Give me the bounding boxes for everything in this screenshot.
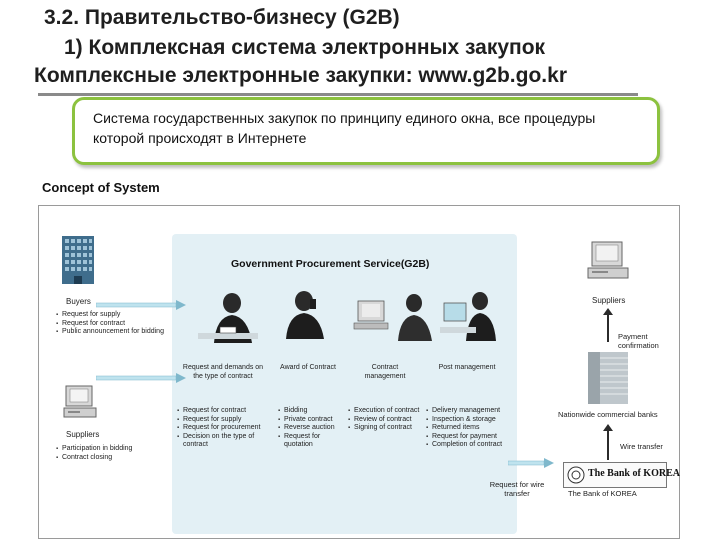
- suppliers-arrow-icon: [96, 373, 186, 383]
- column-heading: Contract management: [364, 364, 406, 380]
- list-item: Public announcement for bidding: [56, 328, 166, 337]
- wire-transfer-label: Wire transfer: [620, 442, 663, 451]
- worker-figure: [198, 293, 258, 343]
- column-heading: Request and demands on the type of contr…: [182, 364, 264, 380]
- bank-of-korea-label: The Bank of KOREA: [568, 489, 637, 498]
- computer-icon: [63, 385, 97, 418]
- list-item: Request for supply: [56, 311, 166, 320]
- up-arrow-icon: [603, 424, 613, 460]
- computer-icon: [587, 241, 629, 279]
- column-list: Execution of contract Review of contract…: [348, 407, 420, 433]
- g2b-service-title: Government Procurement Service(G2B): [231, 258, 430, 270]
- slide-title-line-2: 1) Комплексная система электронных закуп…: [64, 36, 546, 59]
- suppliers-right-label: Suppliers: [592, 296, 626, 305]
- list-item: Request for contract: [56, 320, 166, 329]
- g2b-service-area: [172, 234, 517, 534]
- list-item: Decision on the type of contract: [177, 433, 269, 450]
- title-underline: [38, 93, 638, 96]
- bank-of-korea-logo: The Bank of KOREA: [563, 462, 680, 488]
- list-item: Signing of contract: [348, 424, 420, 433]
- list-item: Request for procurement: [177, 424, 269, 433]
- list-item: Reverse auction: [278, 424, 344, 433]
- list-item: Review of contract: [348, 416, 420, 425]
- list-item: Request for supply: [177, 416, 269, 425]
- slide-title-line-3: Комплексные электронные закупки: www.g2b…: [34, 64, 567, 87]
- office-workers-illustration: [198, 291, 496, 343]
- suppliers-left-label: Suppliers: [66, 430, 100, 439]
- list-item: Execution of contract: [348, 407, 420, 416]
- list-item: Returned items: [426, 424, 512, 433]
- description-callout: Система государственных закупок по принц…: [72, 97, 660, 165]
- column-list: Delivery management Inspection & storage…: [426, 407, 512, 450]
- list-item: Private contract: [278, 416, 344, 425]
- slide-title-line-1: 3.2. Правительство-бизнесу (G2B): [44, 6, 400, 29]
- buyers-list: Request for supply Request for contract …: [56, 311, 166, 337]
- column-list: Bidding Private contract Reverse auction…: [278, 407, 344, 450]
- list-item: Request for contract: [177, 407, 269, 416]
- up-arrow-icon: [603, 308, 613, 342]
- request-wire-transfer-label: Request for wire transfer: [489, 480, 545, 498]
- banks-label: Nationwide commercial banks: [558, 410, 658, 419]
- column-heading: Post management: [438, 364, 496, 371]
- concept-label: Concept of System: [42, 180, 160, 195]
- list-item: Contract closing: [56, 454, 166, 463]
- list-item: Request for quotation: [278, 433, 344, 450]
- bank-seal-icon: [567, 466, 585, 484]
- bank-logo-text: The Bank of KOREA: [588, 468, 680, 479]
- buyers-arrow-icon: [96, 300, 186, 310]
- request-arrow-icon: [508, 458, 554, 468]
- callout-text: Система государственных закупок по принц…: [93, 110, 596, 146]
- list-item: Bidding: [278, 407, 344, 416]
- buyers-label: Buyers: [66, 297, 91, 306]
- list-item: Delivery management: [426, 407, 512, 416]
- suppliers-left-list: Participation in bidding Contract closin…: [56, 445, 166, 462]
- list-item: Request for payment: [426, 433, 512, 442]
- bank-building-icon: [588, 352, 628, 404]
- list-item: Participation in bidding: [56, 445, 166, 454]
- column-heading: Award of Contract: [280, 364, 336, 371]
- column-list: Request for contract Request for supply …: [177, 407, 269, 450]
- building-icon: [62, 236, 94, 284]
- list-item: Completion of contract: [426, 441, 512, 450]
- payment-confirmation-label: Payment confirmation: [618, 332, 659, 350]
- list-item: Inspection & storage: [426, 416, 512, 425]
